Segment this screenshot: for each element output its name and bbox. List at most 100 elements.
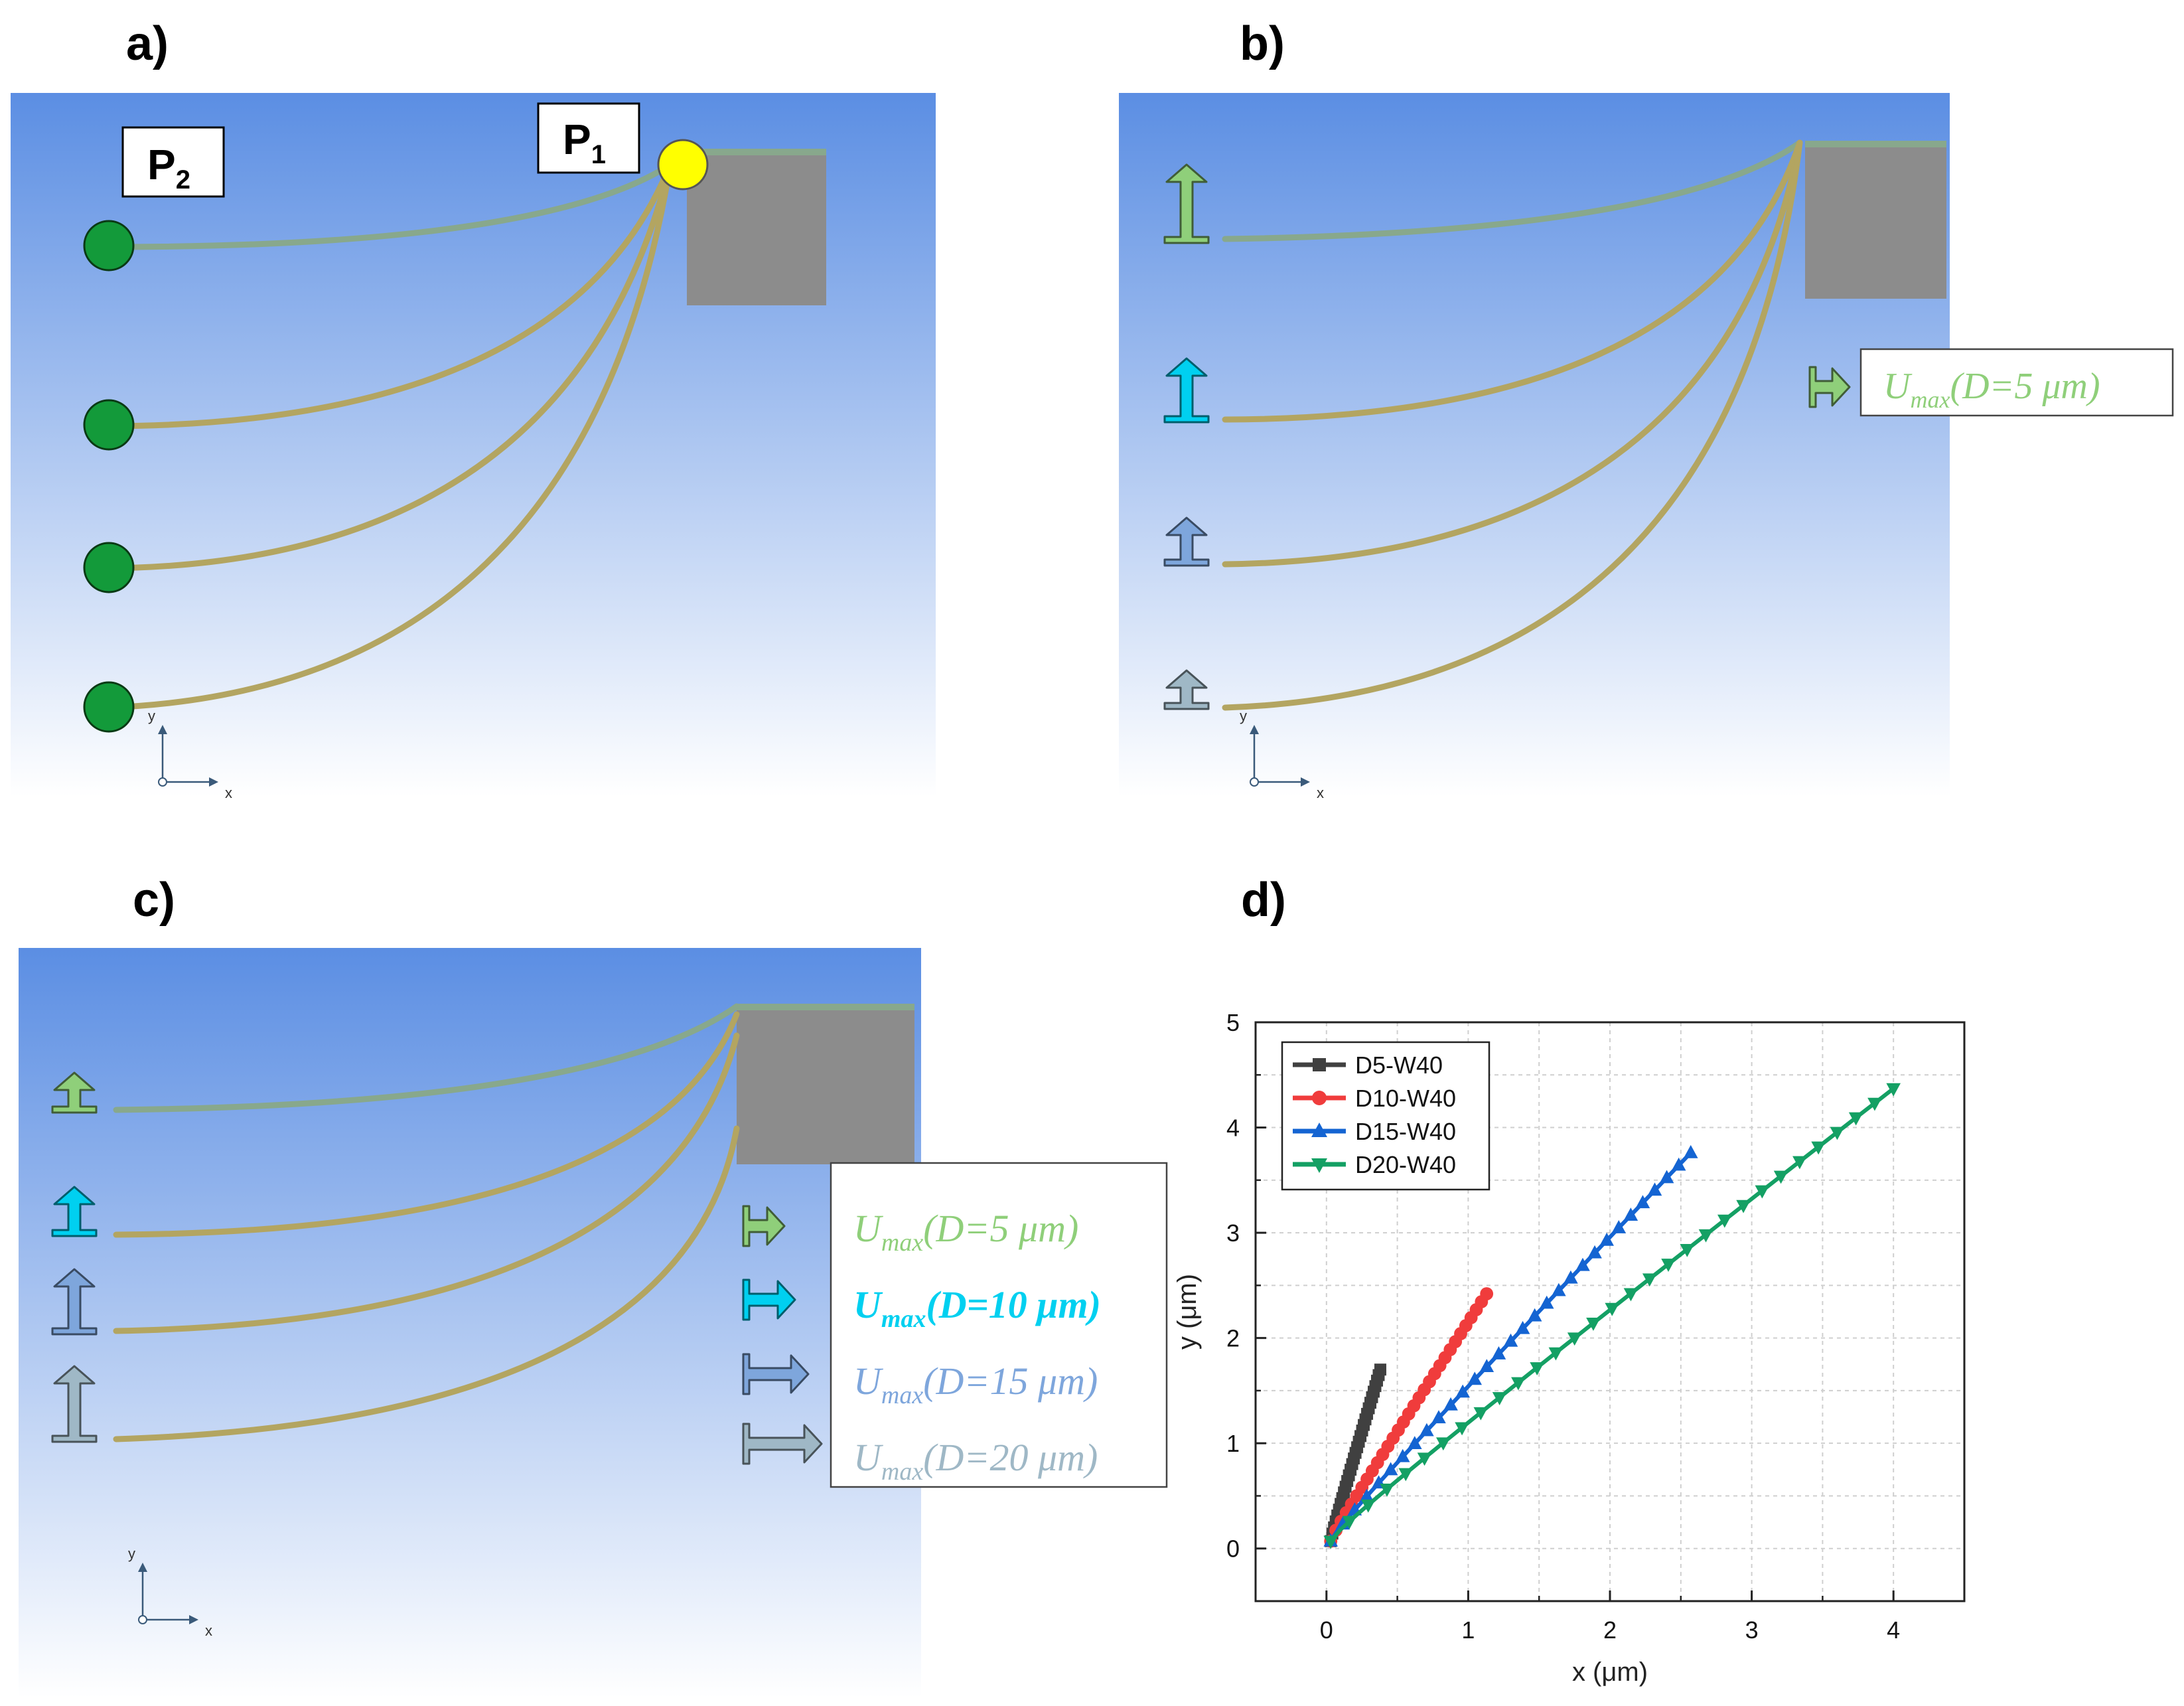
umax-label-d10: (D=10 μm) [926, 1283, 1100, 1326]
series-D10-W40 [1324, 1287, 1494, 1548]
umax-subscript: max [881, 1305, 926, 1333]
data-marker [1383, 1462, 1398, 1476]
p2-point-1 [83, 220, 135, 271]
arrow-right-d15 [742, 1353, 810, 1395]
data-marker [1575, 1257, 1590, 1271]
arrow-up-d15 [1163, 516, 1210, 567]
data-marker [1671, 1157, 1686, 1171]
panel-d-label: d) [1241, 874, 1286, 927]
p1-point [657, 139, 709, 191]
p1-label: P [563, 116, 591, 163]
p2-label-box: P2 [121, 126, 225, 198]
beam-4 [113, 1125, 740, 1442]
data-marker [1311, 1123, 1327, 1137]
x-tick-label: 1 [1461, 1616, 1475, 1644]
arrow-up-d10 [51, 1186, 98, 1237]
svg-text:Umax(D=5 μm): Umax(D=5 μm) [853, 1207, 1078, 1257]
data-marker [1480, 1287, 1494, 1300]
y-tick-label: 4 [1226, 1115, 1240, 1142]
data-marker [1527, 1308, 1542, 1322]
data-marker [1647, 1182, 1662, 1196]
legend-label: D5-W40 [1355, 1051, 1443, 1079]
svg-text:Umax(D=10 μm): Umax(D=10 μm) [853, 1283, 1101, 1333]
data-marker [1680, 1244, 1695, 1257]
data-marker [1867, 1097, 1882, 1111]
beam-1 [1222, 139, 1803, 242]
axis-icon-y-label: y [1240, 708, 1247, 724]
beam-2 [113, 1011, 740, 1238]
data-marker [1359, 1488, 1374, 1502]
data-marker [1599, 1232, 1614, 1246]
data-marker [1623, 1207, 1638, 1221]
data-marker [1587, 1245, 1602, 1259]
data-marker [1323, 1535, 1339, 1549]
axis-icon-x-label: x [1317, 785, 1324, 801]
data-marker [1623, 1288, 1638, 1302]
x-tick-label: 4 [1887, 1616, 1900, 1644]
svg-text:Umax(D=20 μm): Umax(D=20 μm) [853, 1436, 1098, 1486]
y-tick-label: 3 [1226, 1219, 1240, 1247]
data-marker [1360, 1499, 1376, 1513]
data-marker [1443, 1397, 1458, 1411]
data-marker [1811, 1141, 1826, 1155]
data-marker [1698, 1229, 1713, 1243]
y-axis-label: y (μm) [1173, 1274, 1202, 1350]
p2-point-2 [83, 399, 135, 451]
axis-icon-x-label: x [205, 1622, 212, 1639]
data-marker [1830, 1126, 1845, 1140]
series-D20-W40 [1323, 1083, 1901, 1549]
umax-subscript: max [881, 1458, 923, 1486]
panel-c-label: c) [133, 874, 175, 927]
data-marker [1539, 1295, 1554, 1309]
block-top-strip [687, 149, 826, 155]
y-tick-label: 2 [1226, 1325, 1240, 1352]
data-marker [1635, 1195, 1650, 1209]
axes-icon-a: yx [148, 708, 232, 801]
p2-point-3 [83, 542, 135, 593]
clamp-block [737, 1008, 914, 1164]
y-tick-label: 5 [1226, 1009, 1240, 1036]
data-marker [1311, 1158, 1327, 1173]
beam-3 [113, 1032, 740, 1334]
panel-b-label: b) [1240, 17, 1285, 70]
data-marker [1395, 1448, 1410, 1462]
p2-label-sub: 2 [176, 165, 190, 194]
umax-symbol: U [853, 1207, 884, 1250]
arrow-up-d20 [1163, 669, 1210, 710]
panel-a-label: a) [126, 17, 169, 70]
umax-label-d15: (D=15 μm) [923, 1359, 1098, 1403]
umax-symbol: U [853, 1436, 884, 1479]
data-marker [1342, 1515, 1357, 1529]
data-marker [1431, 1410, 1446, 1424]
svg-text:P2: P2 [147, 141, 190, 194]
data-marker [1848, 1112, 1863, 1126]
data-marker [1792, 1156, 1807, 1170]
svg-text:P1: P1 [563, 116, 606, 169]
data-marker [1661, 1259, 1676, 1272]
umax-label-d20: (D=20 μm) [923, 1436, 1098, 1479]
data-marker [1420, 1423, 1434, 1436]
axis-icon-x-label: x [225, 785, 232, 801]
data-marker [1455, 1422, 1469, 1436]
axes-icon-c: yx [128, 1545, 212, 1639]
series-D15-W40 [1323, 1144, 1698, 1547]
data-marker [1886, 1083, 1901, 1097]
data-marker [1659, 1170, 1674, 1184]
panel-b: b) Umax(D=5 μm) yx [1119, 17, 2174, 801]
umax-symbol: U [1883, 366, 1913, 407]
data-marker [1417, 1452, 1432, 1466]
beam-3 [104, 161, 674, 572]
beam-1 [104, 161, 674, 250]
arrow-up-d5 [51, 1071, 98, 1114]
data-marker [1530, 1362, 1544, 1375]
p1-label-box: P1 [537, 102, 640, 174]
arrow-right-d20 [742, 1423, 823, 1465]
arrow-up-d20 [51, 1365, 98, 1443]
umax-subscript: max [881, 1381, 923, 1409]
data-marker [1736, 1200, 1751, 1213]
data-marker [1467, 1371, 1483, 1385]
data-marker [1605, 1302, 1620, 1316]
panel-a: a) P2 P1 yx [11, 17, 936, 801]
x-tick-label: 0 [1320, 1616, 1333, 1644]
